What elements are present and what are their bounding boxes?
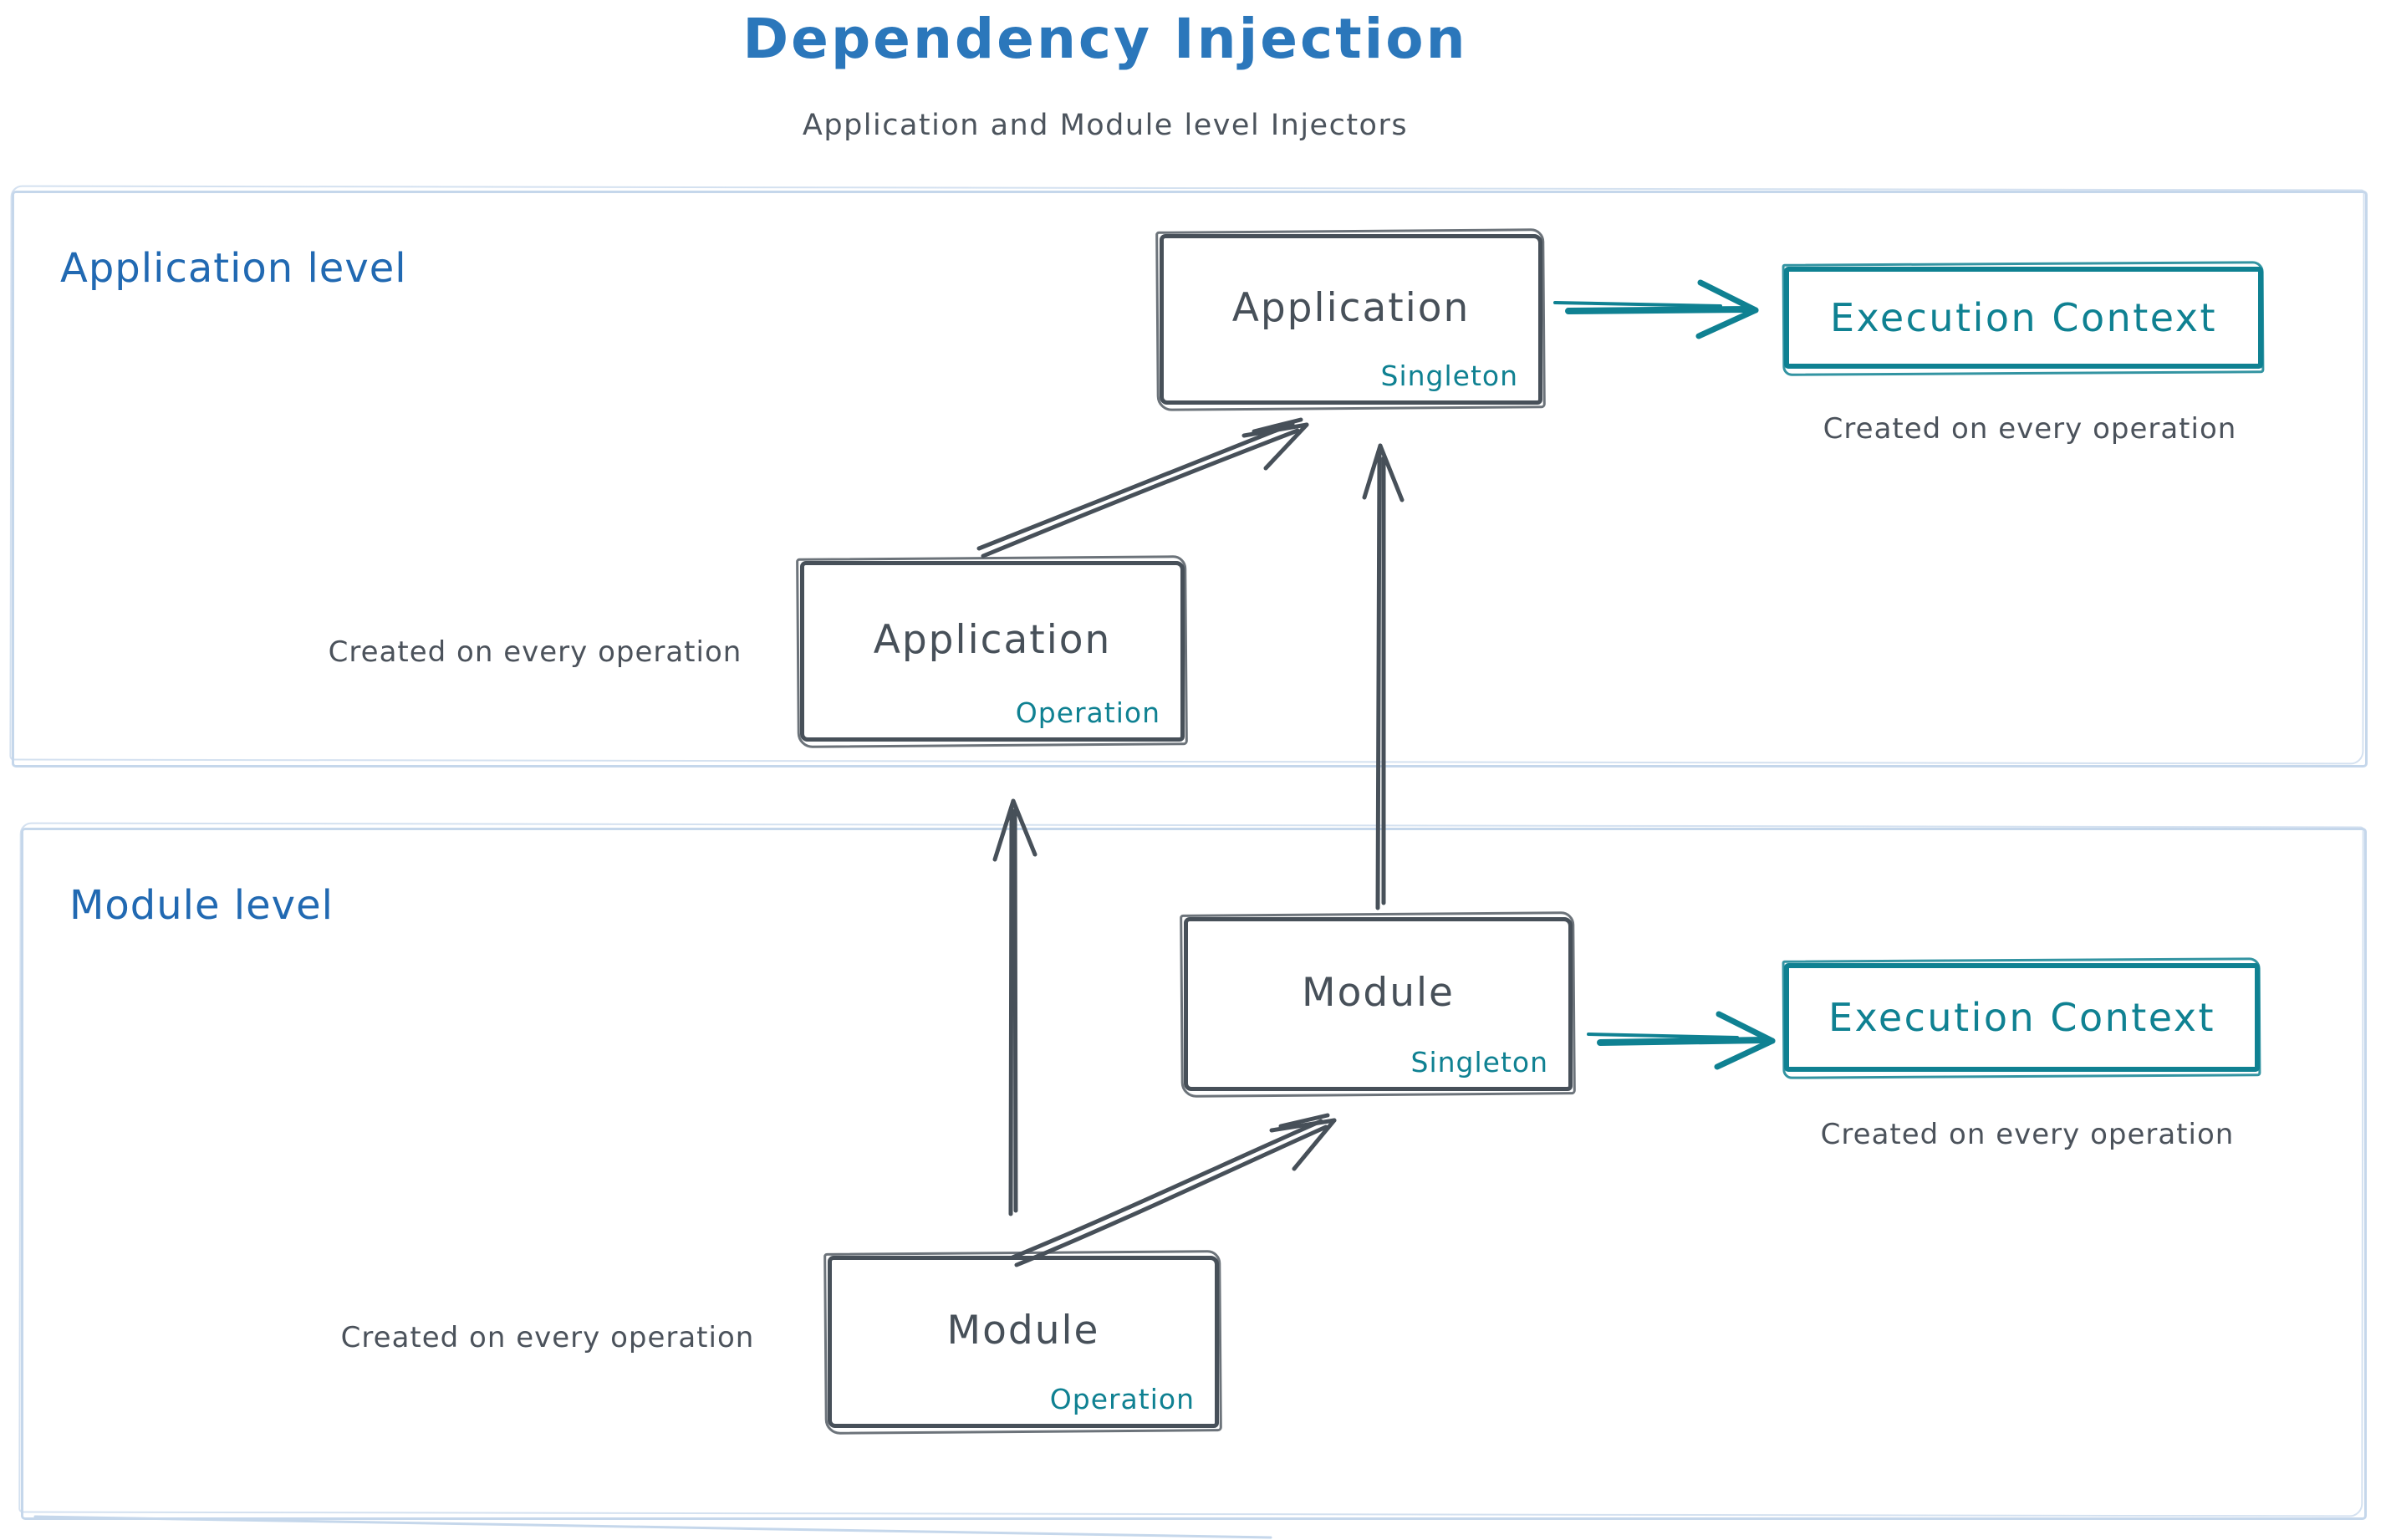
node-module-singleton: Module Singleton: [1184, 917, 1573, 1091]
node-application-singleton-title: Application: [1231, 284, 1471, 331]
diagram-subtitle: Application and Module level Injectors: [802, 109, 1409, 142]
node-module-singleton-badge: Singleton: [1410, 1046, 1548, 1079]
node-application-operation-title: Application: [873, 616, 1112, 663]
caption-module-operation: Created on every operation: [340, 1321, 755, 1354]
application-level-container: Application level: [12, 191, 2368, 767]
node-module-operation-badge: Operation: [1049, 1383, 1195, 1415]
caption-module-execution: Created on every operation: [1820, 1118, 2235, 1151]
caption-application-execution: Created on every operation: [1823, 412, 2237, 446]
execution-context-module-label: Execution Context: [1828, 995, 2216, 1040]
node-application-operation: Application Operation: [800, 561, 1185, 742]
node-application-singleton-badge: Singleton: [1380, 360, 1518, 392]
node-module-operation: Module Operation: [828, 1256, 1219, 1428]
node-application-singleton: Application Singleton: [1160, 234, 1542, 405]
node-module-singleton-title: Module: [1302, 969, 1455, 1016]
caption-application-operation: Created on every operation: [328, 635, 742, 669]
execution-context-application: Execution Context: [1784, 267, 2263, 369]
module-level-label: Module level: [69, 882, 334, 929]
node-module-operation-title: Module: [946, 1307, 1100, 1354]
execution-context-module: Execution Context: [1784, 963, 2260, 1072]
diagram-title: Dependency Injection: [742, 7, 1468, 71]
application-level-label: Application level: [60, 245, 407, 292]
node-application-operation-badge: Operation: [1015, 696, 1160, 729]
execution-context-application-label: Execution Context: [1829, 295, 2218, 340]
